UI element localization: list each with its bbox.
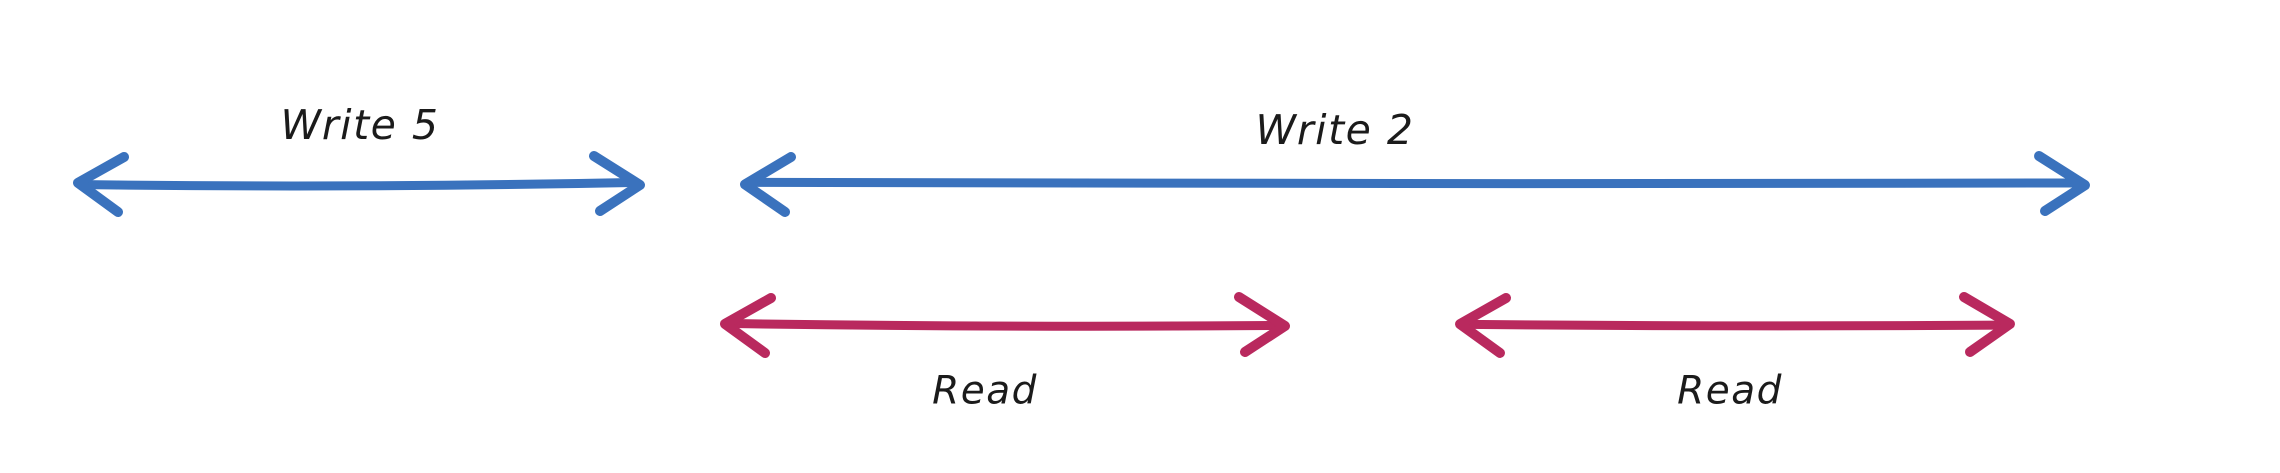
arrow-shaft	[748, 177, 2082, 189]
arrow-write-5	[73, 151, 645, 217]
arrowhead-left	[740, 152, 796, 217]
arrowhead-right	[1959, 292, 2015, 357]
arrowhead-left	[1455, 293, 1511, 358]
arrowhead-right	[2034, 151, 2090, 216]
arrow-write-2	[740, 151, 2090, 217]
arrowhead-left	[73, 152, 129, 217]
arrow-label-read-1: Read	[932, 368, 1038, 414]
arrow-label-write-2: Write 2	[1255, 106, 1415, 154]
arrowhead-right	[589, 151, 645, 216]
arrowhead-right	[1234, 292, 1290, 357]
arrowhead-left	[720, 293, 776, 358]
arrow-shaft	[728, 319, 1282, 331]
arrow-shaft	[1463, 319, 2007, 331]
arrow-read-2	[1455, 292, 2015, 358]
arrow-label-write-5: Write 5	[280, 101, 440, 149]
arrow-label-read-2: Read	[1677, 368, 1783, 414]
arrow-read-1	[720, 292, 1290, 358]
arrow-shaft	[81, 177, 637, 191]
